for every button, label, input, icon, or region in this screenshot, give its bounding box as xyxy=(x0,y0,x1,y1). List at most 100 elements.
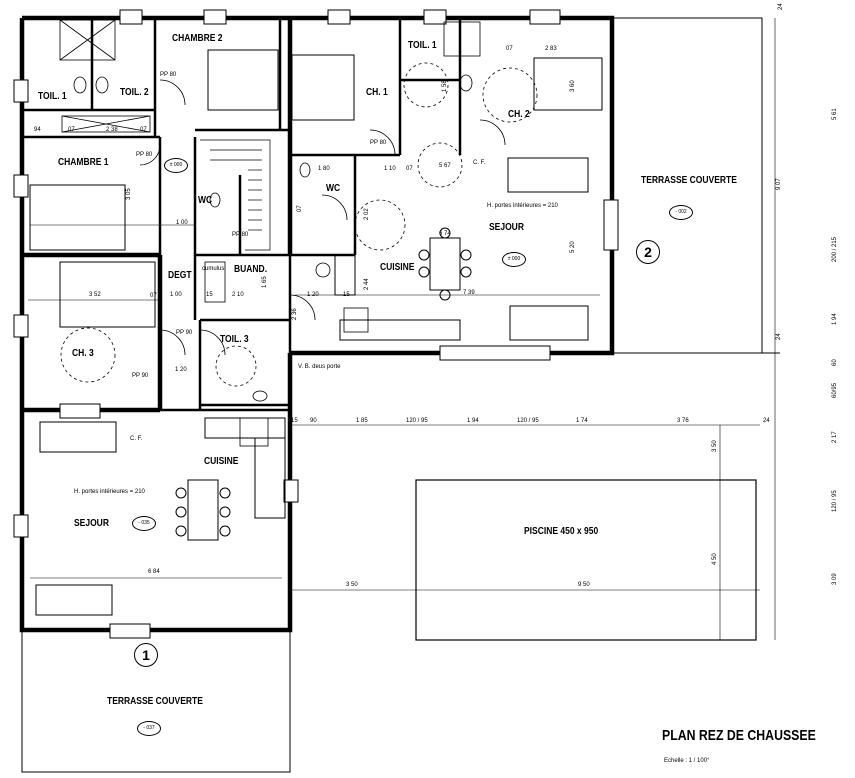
dim: 3 76 xyxy=(677,418,689,424)
dim: 120 / 95 xyxy=(832,490,838,512)
dim: 15 xyxy=(343,292,350,298)
dim: 120 / 95 xyxy=(406,418,428,424)
dim: 07 xyxy=(297,205,303,212)
room-toil1-right: TOIL. 1 xyxy=(408,40,437,51)
note-hauteur-right: H. portes intérieures = 210 xyxy=(487,203,558,209)
dim: 5 61 xyxy=(832,108,838,120)
dim: 60 xyxy=(832,359,838,366)
room-ch2-right: CH. 2 xyxy=(508,109,530,120)
dim: 07 xyxy=(68,127,75,133)
fixtures xyxy=(73,74,473,447)
dim: 1 85 xyxy=(356,418,368,424)
room-toil2-left: TOIL. 2 xyxy=(120,87,149,98)
note-vb: V. B. deus porte xyxy=(298,364,341,370)
room-piscine: PISCINE 450 x 950 xyxy=(524,526,599,537)
room-wc-right: WC xyxy=(326,183,341,194)
dim: 3 60 xyxy=(570,80,576,92)
dim: 3 05 xyxy=(126,188,132,200)
room-chambre2: CHAMBRE 2 xyxy=(172,33,223,44)
note-cf-right: C. F. xyxy=(473,160,486,166)
dim: 1 00 xyxy=(170,292,182,298)
level-badge: - 037 xyxy=(137,721,161,736)
dim: 07 xyxy=(506,46,513,52)
marker-1: 1 xyxy=(134,643,158,667)
room-degt: DEGT xyxy=(168,270,192,281)
dim: PP 90 xyxy=(132,373,149,379)
dim: 120 / 95 xyxy=(517,418,539,424)
note-hauteur-left: H. portes intérieures = 210 xyxy=(74,489,145,495)
turning-circles xyxy=(60,62,538,387)
dim: 1 94 xyxy=(832,313,838,325)
dim: 07 xyxy=(150,293,157,299)
dim: 2 83 xyxy=(545,46,557,52)
dim: 3 09 xyxy=(832,573,838,585)
dim: 7 39 xyxy=(463,290,475,296)
dim: PP 80 xyxy=(370,140,387,146)
dim: 3 52 xyxy=(89,292,101,298)
room-cuisine-right: CUISINE xyxy=(380,262,415,273)
plan-title: PLAN REZ DE CHAUSSEE xyxy=(662,727,816,744)
dim: 1 20 xyxy=(307,292,319,298)
dim: 4 50 xyxy=(712,553,718,565)
plan-scale: Echelle : 1 / 100° xyxy=(664,758,710,764)
dim: 1 00 xyxy=(176,220,188,226)
dim: 2 17 xyxy=(832,431,838,443)
dim: PP 80 xyxy=(232,232,249,238)
level-badge: - 035 xyxy=(132,516,156,531)
dim: 2 02 xyxy=(364,208,370,220)
room-sejour-right: SEJOUR xyxy=(489,222,524,233)
room-ch1-right: CH. 1 xyxy=(366,87,388,98)
dim: 07 xyxy=(140,127,147,133)
level-badge: - 002 xyxy=(669,205,693,220)
terrasse-right xyxy=(612,17,780,354)
dim: PP 80 xyxy=(160,72,177,78)
piscine-shape xyxy=(415,479,757,641)
dim: 6 74 xyxy=(439,231,451,237)
level-badge: ± 000 xyxy=(164,158,188,173)
dim: 1 94 xyxy=(467,418,479,424)
dim: 60/95 xyxy=(832,382,838,398)
tables xyxy=(175,227,472,541)
dim: 6 84 xyxy=(148,569,160,575)
room-terrasse-bottom: TERRASSE COUVERTE xyxy=(107,696,203,707)
room-cuisine-left: CUISINE xyxy=(204,456,239,467)
dim: 2 44 xyxy=(364,278,370,290)
dim: 07 xyxy=(406,166,413,172)
dim: 94 xyxy=(34,127,41,133)
room-sejour-left: SEJOUR xyxy=(74,518,109,529)
door-arcs xyxy=(139,79,506,356)
dim: 9 07 xyxy=(776,178,782,190)
kitchen-counters xyxy=(204,254,461,519)
dim: 24 xyxy=(778,3,784,10)
dim: 15 xyxy=(291,418,298,424)
dim: 3 50 xyxy=(346,582,358,588)
dimension-lines xyxy=(28,18,776,640)
room-ch3: CH. 3 xyxy=(72,348,94,359)
marker-2: 2 xyxy=(636,240,660,264)
dim: 1 10 xyxy=(384,166,396,172)
dim: 1 65 xyxy=(262,276,268,288)
dim: PP 90 xyxy=(176,330,193,336)
room-toil1-left: TOIL. 1 xyxy=(38,91,67,102)
dim: 3 50 xyxy=(712,440,718,452)
dim: 2 38 xyxy=(106,127,118,133)
dim: 90 xyxy=(310,418,317,424)
dim: 200 / 215 xyxy=(832,236,838,262)
dim: 24 xyxy=(763,418,770,424)
dim: 5 67 xyxy=(439,163,451,169)
room-toil3: TOIL. 3 xyxy=(220,334,249,345)
dim: 15 xyxy=(206,292,213,298)
level-badge: ± 000 xyxy=(502,252,526,267)
room-wc-left: WC xyxy=(198,195,213,206)
note-cf-left: C. F. xyxy=(130,436,143,442)
dim: 9 50 xyxy=(578,582,590,588)
windows xyxy=(13,9,619,639)
dim: 2 36 xyxy=(292,308,298,320)
dim: 5 20 xyxy=(570,241,576,253)
beds xyxy=(29,49,603,328)
dim: 1 58 xyxy=(442,80,448,92)
terrasse-bottom xyxy=(21,630,291,773)
room-buand: BUAND. xyxy=(234,264,268,275)
sofas xyxy=(35,157,589,616)
